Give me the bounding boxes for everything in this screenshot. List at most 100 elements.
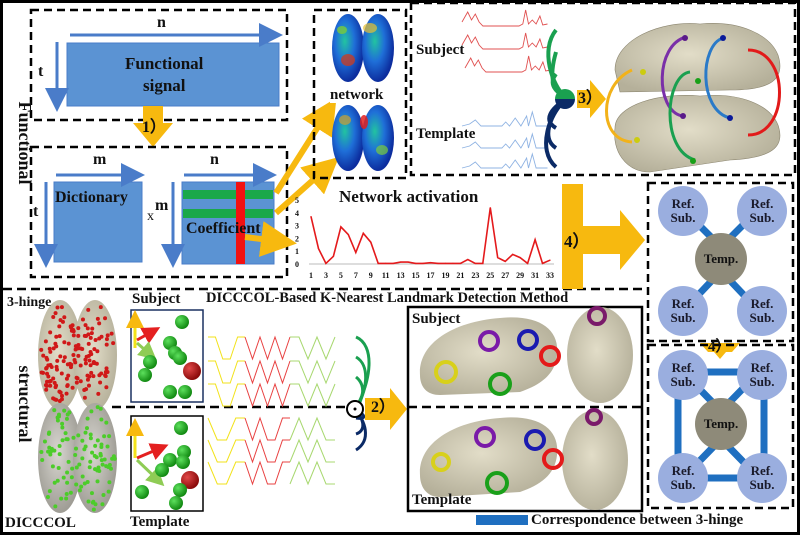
star-graph-box — [646, 181, 795, 343]
diccol-point — [99, 458, 104, 463]
chart-point — [414, 262, 417, 264]
landmark-points — [634, 35, 733, 164]
diccol-point — [68, 490, 73, 495]
network-map-top — [332, 14, 394, 82]
step3-arrow — [577, 80, 606, 118]
three-hinge-point — [109, 331, 114, 336]
landmark-signatures — [207, 335, 336, 486]
diccol-point — [105, 444, 110, 449]
three-hinge-point — [103, 370, 108, 375]
template-signal-trace — [461, 132, 548, 149]
chart-x-tick-label: 9 — [369, 271, 373, 280]
diccol-point — [73, 452, 78, 457]
diccol-point — [64, 496, 69, 501]
chart-point — [407, 261, 409, 263]
step4b-arrow — [700, 343, 740, 359]
three-hinge-point — [54, 344, 59, 349]
diccol-point — [46, 449, 51, 454]
diccol-point — [107, 480, 112, 485]
landmark-signature-segment — [208, 336, 245, 360]
chart-point — [377, 262, 379, 264]
diccol-point — [60, 421, 65, 426]
diccol-point — [59, 496, 64, 501]
diccol-point — [91, 507, 96, 512]
landmark-signature-segment — [244, 382, 291, 408]
result-subject-label: Subject — [412, 311, 461, 327]
diccol-point — [62, 408, 67, 413]
diccol-point — [39, 450, 44, 455]
chart-point — [392, 262, 394, 264]
network-maps-box — [312, 8, 408, 180]
three-hinge-point — [84, 333, 89, 338]
landmark-signature-segment — [207, 461, 245, 485]
diccol-point — [47, 489, 52, 494]
three-hinge-point — [104, 385, 109, 390]
diccol-point — [80, 438, 85, 443]
result-template-axial-brain — [562, 410, 628, 510]
diccol-point — [88, 459, 93, 464]
chart-point — [452, 262, 454, 264]
diccol-point — [83, 430, 88, 435]
network-map-bottom — [332, 105, 394, 171]
diccol-point — [89, 409, 94, 414]
signal-hub — [544, 28, 575, 169]
three-hinge-point — [73, 347, 78, 352]
three-hinge-point — [44, 383, 49, 388]
three-hinge-point — [82, 395, 87, 400]
three-hinge-point — [54, 367, 59, 372]
three-hinge-point — [51, 396, 56, 401]
diccol-point — [90, 450, 95, 455]
chart-x-tick-label: 27 — [501, 271, 509, 280]
three-hinge-point — [57, 389, 62, 394]
chart-x-tick-label: 11 — [382, 271, 390, 280]
signal-t-label: t — [38, 63, 44, 80]
three-hinge-point — [47, 346, 52, 351]
diccol-label: DICCCOL — [5, 515, 76, 531]
three-hinge-point — [80, 317, 85, 322]
diccol-point — [52, 448, 57, 453]
three-hinge-point — [64, 391, 69, 396]
three-hinge-point — [93, 338, 98, 343]
diccol-point — [100, 462, 105, 467]
chart-point — [370, 241, 372, 243]
landmark-signature-segment — [244, 416, 290, 442]
diccol-point — [88, 432, 93, 437]
structural-section-label: structural — [15, 365, 35, 443]
dictionary-label: Dictionary — [55, 189, 128, 206]
three-hinge-point — [41, 370, 46, 375]
three-hinge-point — [59, 371, 64, 376]
step4b-label: 4） — [708, 339, 731, 355]
dictionary-t-label: t — [33, 203, 39, 220]
three-hinge-point — [64, 376, 69, 381]
chart-point — [422, 262, 424, 264]
chart-point — [310, 216, 312, 218]
three-hinge-point — [85, 326, 90, 331]
diccol-point — [63, 431, 68, 436]
diccol-point — [42, 439, 47, 444]
three-hinge-point — [46, 363, 51, 368]
chart-x-tick-label: 17 — [427, 271, 435, 280]
full-ref-sub-node-tl: Ref.Sub. — [658, 350, 708, 400]
full-temp-node: Temp. — [695, 398, 747, 450]
diccol-point — [77, 488, 82, 493]
three-hinge-point — [46, 374, 51, 379]
diccol-point — [80, 474, 85, 479]
signal-label-2: signal — [143, 76, 186, 95]
full-ref-sub-node-br: Ref.Sub. — [737, 453, 787, 503]
three-hinge-point — [98, 380, 103, 385]
landmark-signature-segment — [289, 416, 335, 442]
chart-point — [362, 232, 364, 234]
diccol-point — [74, 465, 79, 470]
diccol-point — [65, 470, 70, 475]
diccol-point — [95, 479, 100, 484]
three-hinge-point — [39, 347, 44, 352]
diccol-point — [40, 457, 45, 462]
diccol-point — [64, 416, 69, 421]
three-hinge-point — [90, 326, 95, 331]
diccol-points — [39, 405, 117, 512]
diccol-point — [84, 426, 89, 431]
star-temp-node: Temp. — [695, 233, 747, 285]
three-hinge-point — [94, 361, 99, 366]
signal-n-label: n — [157, 14, 166, 31]
